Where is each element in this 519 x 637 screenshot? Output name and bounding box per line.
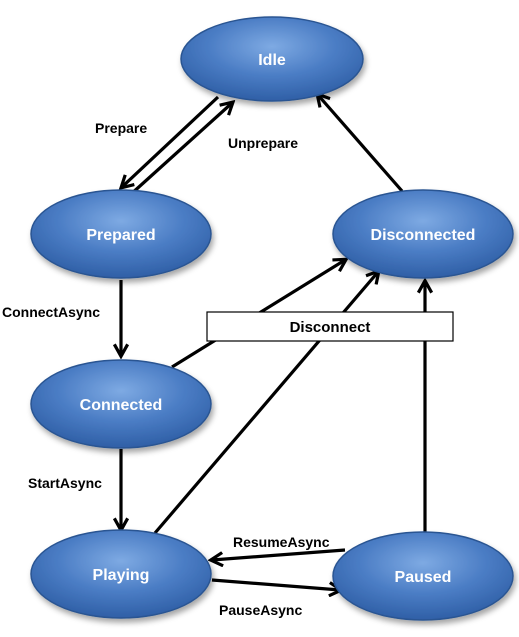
state-paused-label: Paused <box>395 569 452 586</box>
state-idle: Idle <box>180 16 364 102</box>
label-pause-async: PauseAsync <box>219 602 302 618</box>
disconnect-label: Disconnect <box>290 319 371 336</box>
state-connected-label: Connected <box>80 397 163 414</box>
state-paused: Paused <box>332 531 514 621</box>
transition-arrows <box>121 95 425 590</box>
state-playing: Playing <box>30 529 212 619</box>
arrow-prepare <box>122 95 220 187</box>
state-disconnected-label: Disconnected <box>371 227 476 244</box>
state-prepared-label: Prepared <box>86 227 155 244</box>
label-connect-async: ConnectAsync <box>2 304 100 320</box>
label-resume-async: ResumeAsync <box>233 534 330 550</box>
arrow-pause-async <box>211 578 340 590</box>
state-idle-label: Idle <box>258 52 286 69</box>
arrow-disconnected-to-idle <box>318 95 404 193</box>
label-start-async: StartAsync <box>28 475 102 491</box>
state-connected: Connected <box>30 359 212 449</box>
state-prepared: Prepared <box>30 189 212 279</box>
state-disconnected: Disconnected <box>332 189 514 279</box>
label-prepare: Prepare <box>95 120 147 136</box>
arrow-resume-async <box>212 548 346 560</box>
disconnect-box: Disconnect <box>206 311 454 342</box>
arrow-unprepare <box>128 103 232 197</box>
state-playing-label: Playing <box>93 567 150 584</box>
label-unprepare: Unprepare <box>228 135 298 151</box>
